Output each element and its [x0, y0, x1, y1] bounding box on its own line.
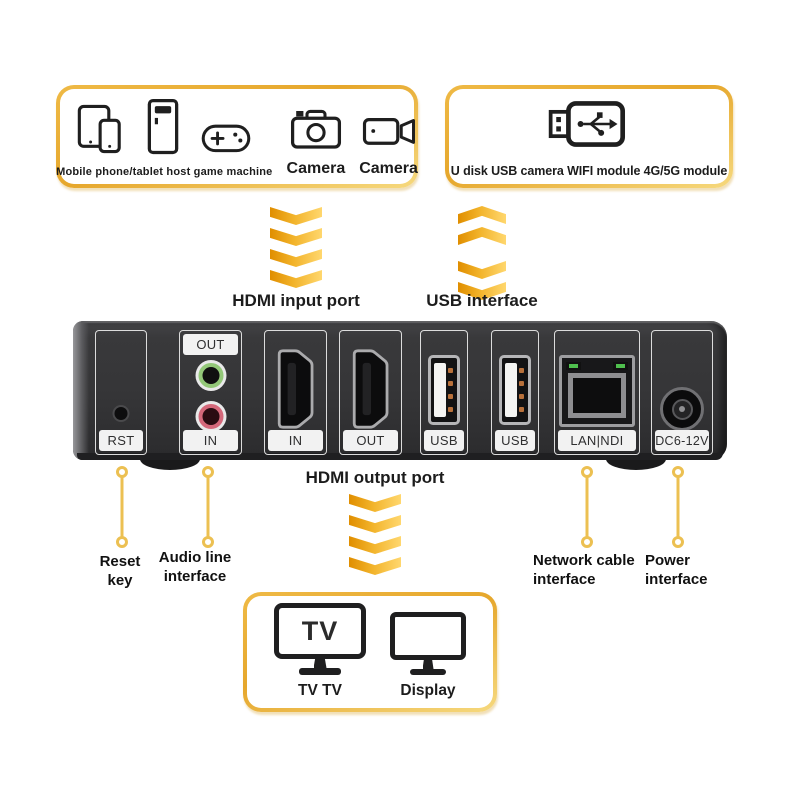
- device-bottom-edge: [77, 453, 723, 460]
- video-camera-icon: [361, 111, 417, 156]
- down-arrows-hdmi-output-icon: [349, 494, 401, 575]
- usb-port-2[interactable]: [499, 355, 531, 425]
- hdmi-input-port-label: HDMI input port: [232, 291, 360, 310]
- lan-led-left: [566, 362, 581, 370]
- tv-group: TV TV TV: [274, 603, 366, 700]
- rst-port-label: RST: [99, 430, 143, 451]
- usb1-label: USB: [424, 430, 464, 451]
- hdmi-in-label: IN: [268, 430, 323, 451]
- hdmi-in-section: IN: [264, 330, 327, 455]
- audio-in-label: IN: [183, 430, 238, 451]
- hdmi-out-port[interactable]: [351, 348, 391, 435]
- lan-label: LAN|NDI: [558, 430, 636, 451]
- usb1-section: USB: [420, 330, 468, 455]
- reset-pinhole-button[interactable]: [114, 407, 128, 420]
- network-callout-line: [581, 466, 593, 548]
- usb-peripherals-label: U disk USB camera WIFI module 4G/5G modu…: [450, 164, 728, 178]
- lan-ndi-port[interactable]: [559, 355, 635, 427]
- monitor-icon: [390, 612, 466, 675]
- hdmi-in-port[interactable]: [276, 348, 316, 435]
- video-camera-label: Camera: [359, 159, 418, 177]
- source-devices-label: Mobile phone/tablet host game machine: [56, 165, 273, 178]
- tv-icon: TV: [274, 603, 366, 675]
- usb2-label: USB: [495, 430, 535, 451]
- reset-callout-label: Reset key: [99, 553, 141, 589]
- display-label: Display: [400, 682, 456, 699]
- camera-label: Camera: [286, 159, 346, 177]
- up-down-arrows-usb-icon: [458, 206, 506, 300]
- network-callout-label: Network cable interface: [533, 552, 635, 588]
- audio-callout-line: [202, 466, 214, 548]
- lan-section: LAN|NDI: [554, 330, 640, 455]
- hdmi-out-section: OUT: [339, 330, 402, 455]
- power-callout-label: Power interface: [645, 552, 708, 588]
- gamepad-icon: [199, 119, 253, 162]
- audio-out-label: OUT: [183, 334, 238, 355]
- dc-label: DC6-12V: [655, 430, 709, 451]
- tv-label: TV TV: [298, 682, 342, 699]
- usb2-section: USB: [491, 330, 539, 455]
- down-arrows-hdmi-input-icon: [270, 207, 322, 288]
- usb-port-1[interactable]: [428, 355, 460, 425]
- power-section: DC6-12V: [651, 330, 713, 455]
- source-devices-group: Mobile phone/tablet host game machine: [56, 96, 272, 178]
- output-displays-box: TV TV TV Display: [243, 592, 497, 712]
- tv-screen-text: TV: [301, 615, 339, 646]
- pc-tower-icon: [143, 97, 183, 162]
- audio-out-jack[interactable]: [195, 360, 226, 391]
- power-callout-line: [672, 466, 684, 548]
- lan-led-right: [613, 362, 628, 370]
- usb-drive-icon: [543, 95, 635, 158]
- source-devices-box: Mobile phone/tablet host game machine Ca…: [56, 85, 418, 188]
- audio-in-jack[interactable]: [195, 401, 226, 432]
- tablet-phone-icon: [75, 101, 127, 162]
- usb-peripherals-box: U disk USB camera WIFI module 4G/5G modu…: [445, 85, 733, 188]
- device-left-edge: [73, 321, 89, 460]
- display-group: Display: [390, 612, 466, 700]
- reset-section: RST: [95, 330, 147, 455]
- hdmi-out-label: OUT: [343, 430, 398, 451]
- hdmi-output-port-label: HDMI output port: [305, 468, 445, 487]
- reset-callout-line: [116, 466, 128, 548]
- capture-device-front-panel: RST OUT IN IN: [73, 321, 727, 460]
- camera-group: Camera: [286, 96, 346, 178]
- video-camera-group: Camera: [359, 96, 418, 178]
- audio-section: OUT IN: [179, 330, 242, 455]
- dc-power-jack[interactable]: [660, 387, 704, 431]
- camera-icon: [289, 107, 343, 156]
- audio-callout-label: Audio line interface: [158, 549, 232, 585]
- usb-interface-label: USB interface: [426, 291, 538, 310]
